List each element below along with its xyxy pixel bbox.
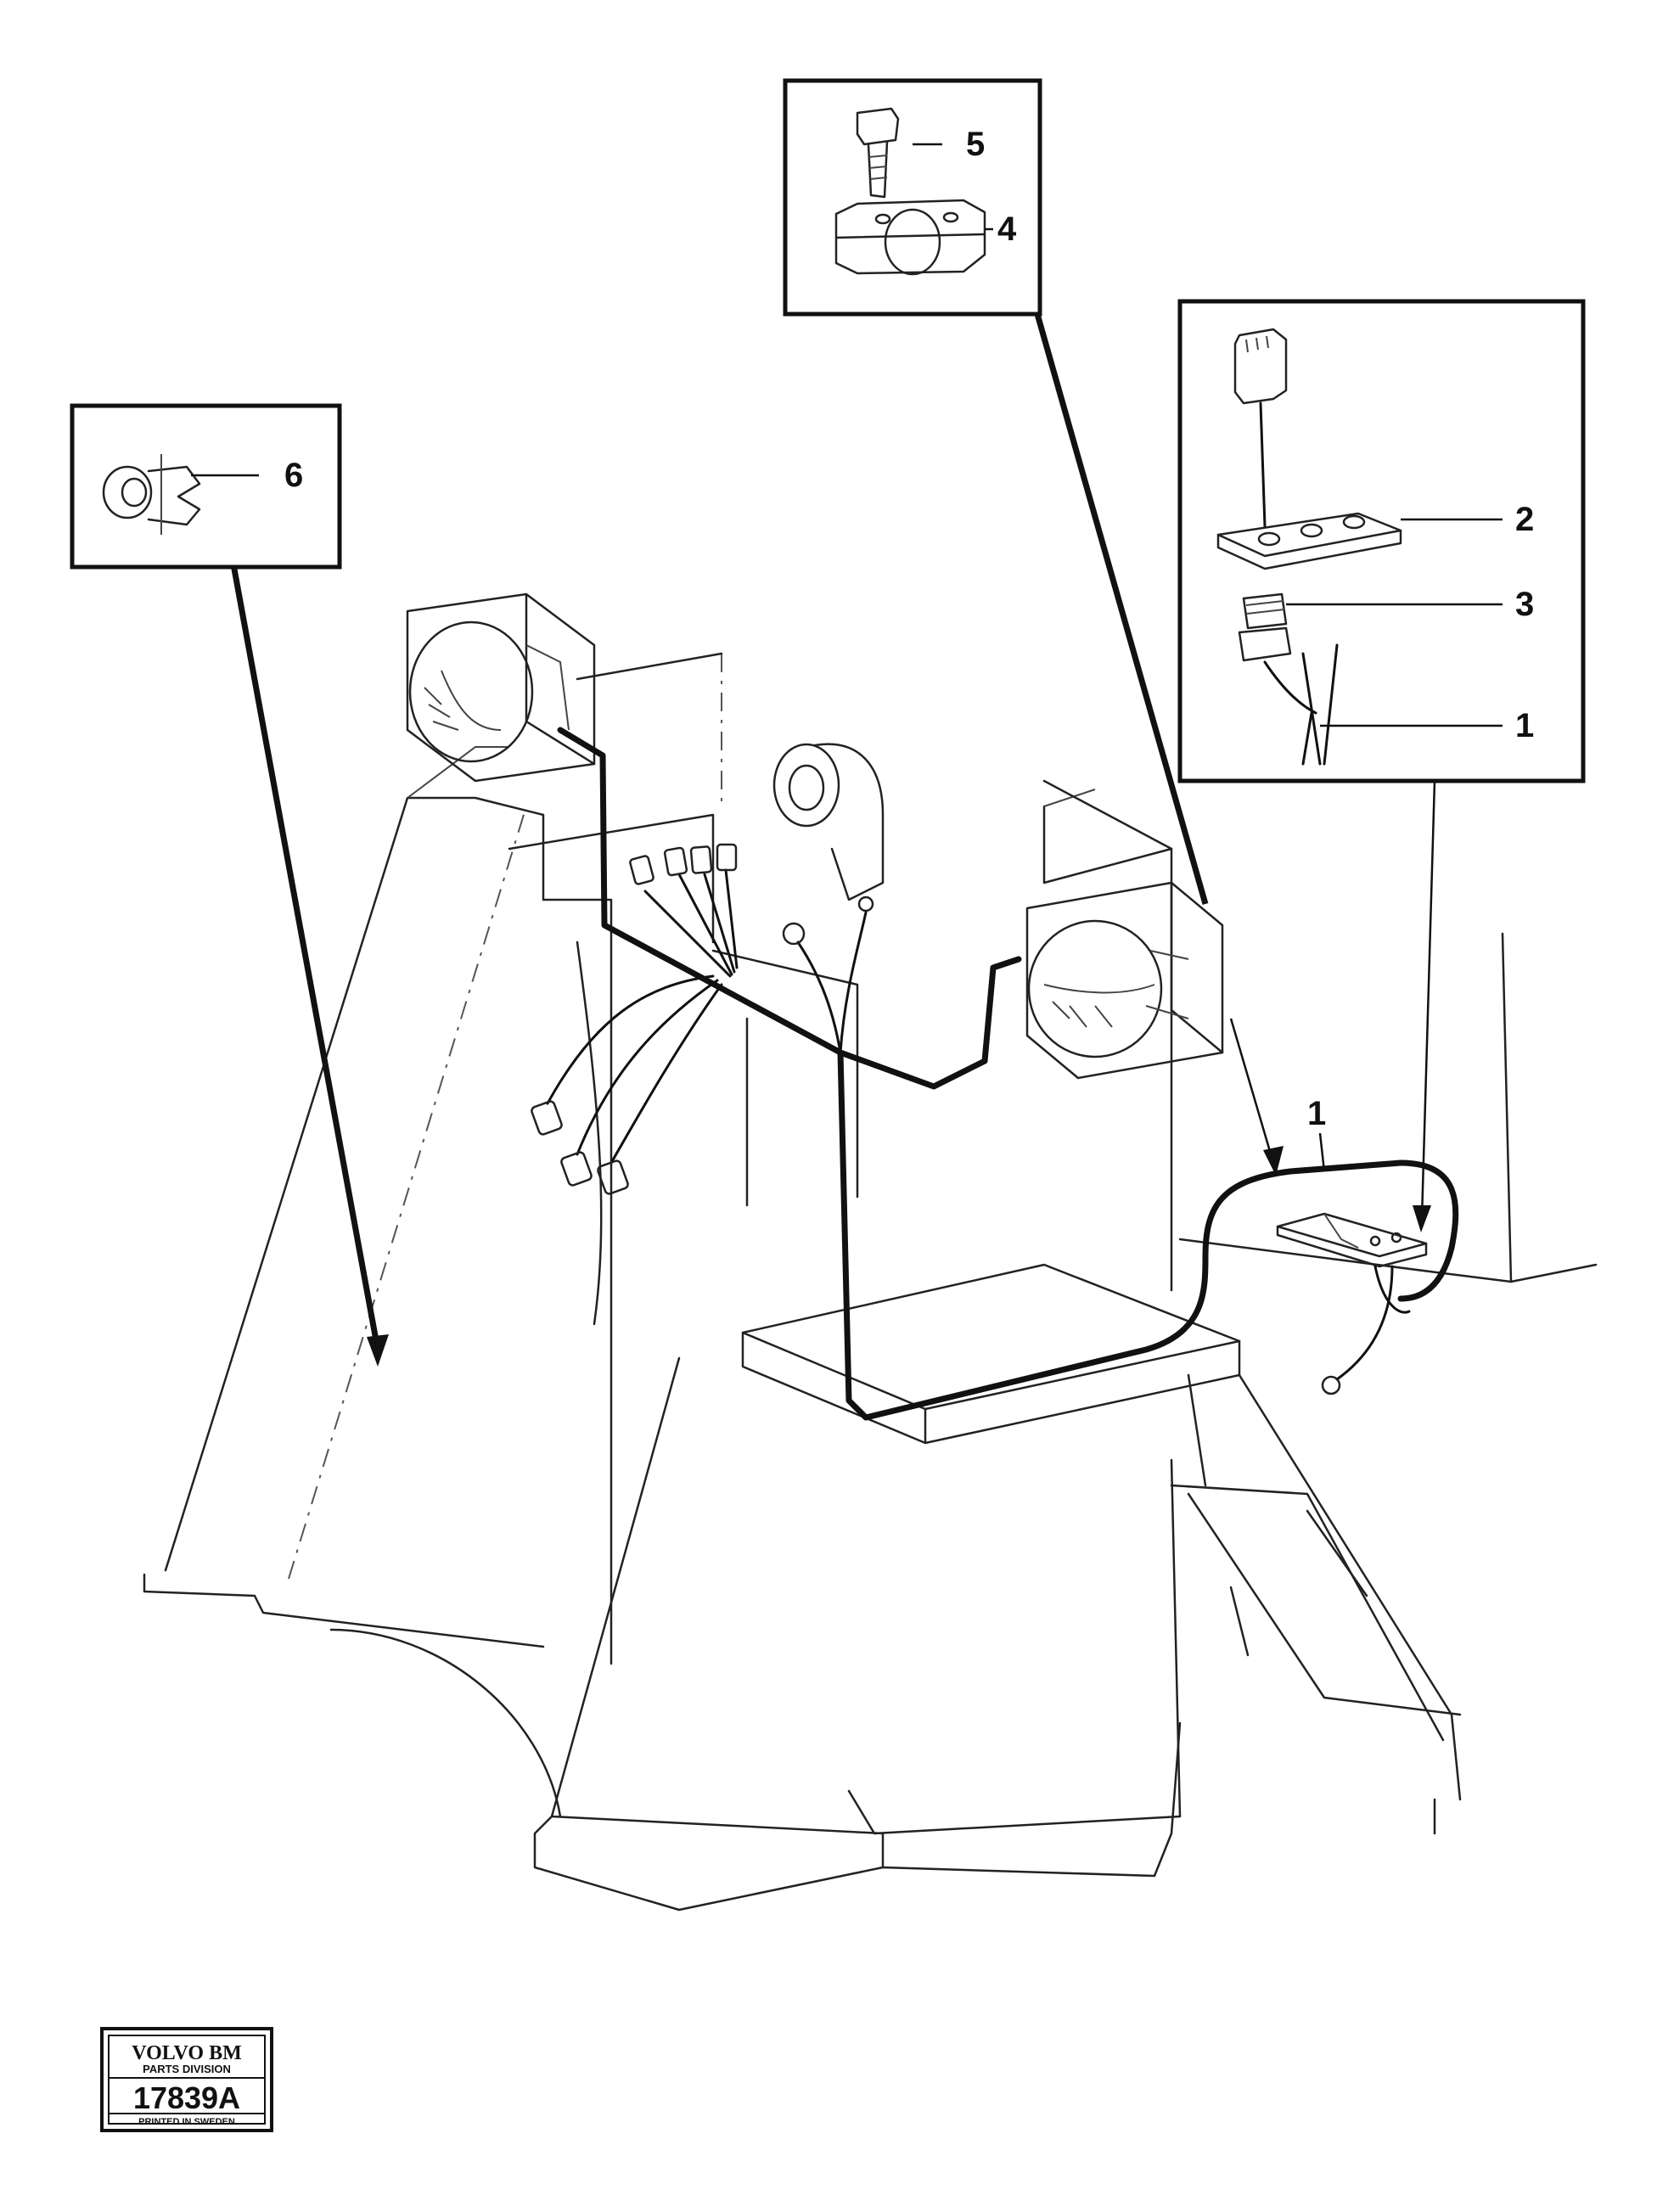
inset-sensor: 2 3 1 [1177,299,1586,783]
label-6: 6 [284,457,303,494]
label-3: 3 [1515,586,1534,623]
stamp-number: 17839A [133,2080,240,2115]
stamp-brand: VOLVO BM [132,2042,242,2064]
inset-clamp: 5 4 [783,78,1042,317]
stamp-division: PARTS DIVISION [143,2063,231,2075]
callout-arrows [230,313,1436,1367]
label-4: 4 [997,211,1017,248]
wiring-harness [546,727,1459,1421]
sensor-plate [1276,1212,1428,1395]
connector-plugs [531,843,806,1195]
arrow-head-1-3 [1413,1205,1431,1232]
left-work-lamp [406,592,596,783]
arrow-head-6 [367,1334,389,1367]
inset-grommet: 6 [70,403,342,570]
harness-label: 1 [1307,1095,1326,1172]
arrow-head-4-5 [1263,1146,1284,1176]
right-work-lamp [1025,881,1224,1080]
label-1: 1 [1515,707,1534,744]
label-main-1: 1 [1307,1095,1326,1132]
horn [772,743,885,912]
stamp-printed: PRINTED IN SWEDEN [138,2117,235,2127]
label-2: 2 [1515,501,1534,538]
volvo-bm-stamp: VOLVO BM PARTS DIVISION 17839A PRINTED I… [100,2027,273,2132]
machine-frame [143,652,1598,1912]
label-5: 5 [966,126,985,163]
